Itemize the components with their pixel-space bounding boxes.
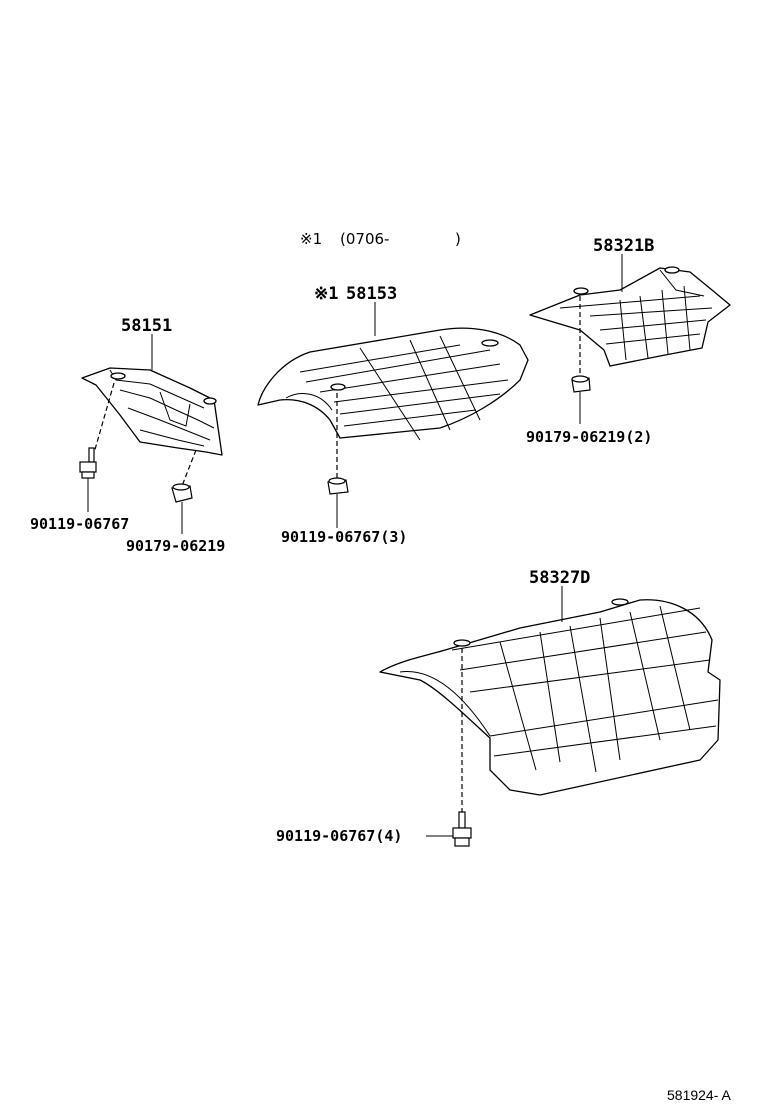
fastener-label-f1: 90119-06767 — [30, 515, 129, 533]
fastener-label-f5: 90119-06767(4) — [276, 827, 402, 845]
part-58151-drawing — [81, 367, 223, 456]
part-label-58151: 58151 — [121, 316, 172, 336]
clip-icon — [327, 477, 349, 495]
dash-f2 — [181, 449, 197, 487]
note-close: ) — [455, 230, 461, 248]
part-58153-drawing — [257, 327, 529, 441]
dash-f1 — [91, 382, 115, 461]
nut-icon — [571, 375, 591, 393]
part-label-58327d: 58327D — [529, 568, 590, 588]
bolt-icon — [452, 811, 472, 847]
nut-icon — [171, 483, 193, 503]
part-label-58321b: 58321B — [593, 236, 654, 256]
part-58327d-drawing — [379, 598, 721, 796]
part-58321b-drawing — [529, 266, 731, 367]
fastener-label-f3: 90119-06767(3) — [281, 528, 407, 546]
note-range: (0706- — [340, 230, 389, 248]
part-label-58153: 58153 — [346, 284, 397, 304]
applicability-note: ※1 (0706- ) — [300, 230, 461, 248]
bolt-icon — [79, 447, 97, 479]
note-mark: ※1 — [300, 230, 322, 248]
part-mark-58153: ※1 — [314, 284, 338, 304]
fastener-label-f4: 90179-06219(2) — [526, 428, 652, 446]
fastener-label-f2: 90179-06219 — [126, 537, 225, 555]
reference-code: 581924- A — [667, 1087, 731, 1103]
